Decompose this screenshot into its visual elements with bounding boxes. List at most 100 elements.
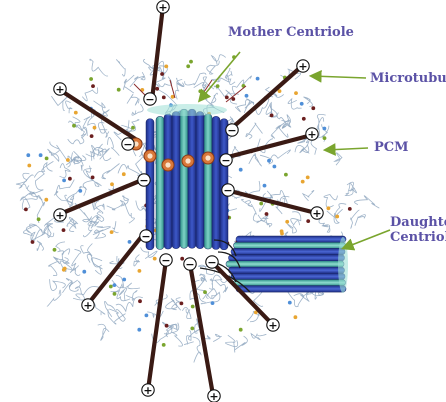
pcm-fiber <box>275 119 291 129</box>
pcm-particle <box>144 313 149 318</box>
pcm-fiber <box>112 282 140 293</box>
pcm-particle <box>190 326 195 331</box>
plus-end-circle <box>310 206 324 220</box>
pcm-particle <box>190 304 195 309</box>
mother-centriole-label: Mother Centriole <box>228 25 354 40</box>
pcm-fiber <box>323 194 338 208</box>
pcm-particle <box>326 206 331 211</box>
mother-centriole-arrow <box>197 51 241 103</box>
pcm-particle <box>262 183 267 188</box>
pcm-particle <box>189 59 193 64</box>
pcm-fiber <box>19 174 34 189</box>
pcm-particle <box>108 284 113 289</box>
minus-end-circle <box>143 92 157 106</box>
pcm-fiber <box>107 309 126 325</box>
pcm-fiber <box>220 67 231 83</box>
pcm-fiber <box>170 297 182 311</box>
daughter-centriole <box>199 235 348 293</box>
pcm-fiber <box>250 332 267 341</box>
pcm-particle <box>121 172 126 177</box>
pcm-particle <box>152 256 157 261</box>
pcm-particle <box>305 175 310 180</box>
minus-end-circle <box>221 183 235 197</box>
pcm-fiber <box>121 119 140 132</box>
pcm-fiber <box>174 82 185 100</box>
pcm-fiber <box>87 112 96 131</box>
pcm-fiber <box>36 195 45 224</box>
minus-end-circle <box>205 255 219 269</box>
pcm-particle <box>44 197 49 202</box>
pcm-fiber <box>19 191 32 210</box>
microtubule <box>229 63 305 131</box>
pcm-particle <box>30 240 35 244</box>
pcm-fiber <box>241 199 253 207</box>
pcm-particle <box>269 113 274 118</box>
plus-end-symbol: + <box>55 209 64 222</box>
pcm-particle <box>279 229 284 234</box>
pcm-arrow <box>322 143 369 156</box>
pcm-fiber <box>335 203 347 217</box>
pcm-particle <box>26 153 31 158</box>
centriole-microtubule-triplet <box>203 113 213 250</box>
pcm-particle <box>164 64 169 69</box>
pcm-fiber <box>62 281 79 294</box>
pcm-fiber <box>67 137 85 145</box>
pcm-particle <box>198 89 203 94</box>
minus-end-circle <box>137 173 151 187</box>
pcm-particle <box>68 176 72 181</box>
pcm-particle <box>244 93 249 98</box>
pcm-particle <box>322 136 327 141</box>
pcm-particle <box>215 84 220 88</box>
pcm-fiber <box>231 75 252 96</box>
pcm-fiber <box>99 129 110 138</box>
plus-end-circle <box>296 59 310 73</box>
pcm-particle <box>277 89 282 93</box>
pcm-fiber <box>97 323 110 341</box>
pcm-fiber <box>41 161 54 172</box>
centriole-microtubule-triplet <box>155 116 165 250</box>
pcm-fiber <box>36 240 44 251</box>
minus-end-circle <box>159 253 173 267</box>
pcm-particle <box>294 91 298 95</box>
pcm-fiber <box>199 273 207 282</box>
pcm-fiber <box>354 195 380 209</box>
pcm-fiber <box>65 152 80 166</box>
plus-end-symbol: + <box>307 128 316 141</box>
minus-end-circle <box>225 123 239 137</box>
pcm-fiber <box>93 200 105 211</box>
pcm-fiber <box>209 274 223 290</box>
pcm-fiber <box>106 200 125 211</box>
daughter-microtubule-triplet <box>233 241 346 249</box>
centriole-linker <box>217 251 241 269</box>
pcm-fiber <box>101 163 120 180</box>
plus-end-symbol: + <box>268 319 277 332</box>
plus-end-circle <box>81 298 95 312</box>
pcm-fiber <box>333 152 343 166</box>
pcm-fiber <box>170 322 183 347</box>
centriole-microtubule-triplet <box>195 111 205 249</box>
pcm-fiber <box>53 190 74 208</box>
pcm-particle <box>253 310 258 315</box>
pcm-fiber <box>71 248 82 270</box>
pcm-fiber <box>135 151 145 175</box>
pcm-particle <box>90 175 95 180</box>
pcm-fiber <box>154 294 168 306</box>
pcm-fiber <box>225 334 239 348</box>
pcm-fiber <box>55 241 66 256</box>
pcm-fiber <box>293 293 312 302</box>
pcm-fiber <box>91 257 103 275</box>
pcm-fiber <box>270 124 289 139</box>
pcm-particle <box>264 212 269 216</box>
plus-end-circle <box>305 127 319 141</box>
pcm-particle <box>109 230 114 235</box>
pcm-particle <box>62 266 67 271</box>
pcm-fiber <box>75 286 100 299</box>
pcm-fiber <box>225 89 240 105</box>
microtubule <box>57 87 143 145</box>
pcm-fiber <box>80 116 91 136</box>
pcm-particle <box>122 277 127 282</box>
pcm-fiber <box>326 210 340 224</box>
pcm-particle <box>164 323 169 328</box>
microtubule-label: Microtubule <box>370 71 446 86</box>
pcm-fiber <box>176 77 184 87</box>
